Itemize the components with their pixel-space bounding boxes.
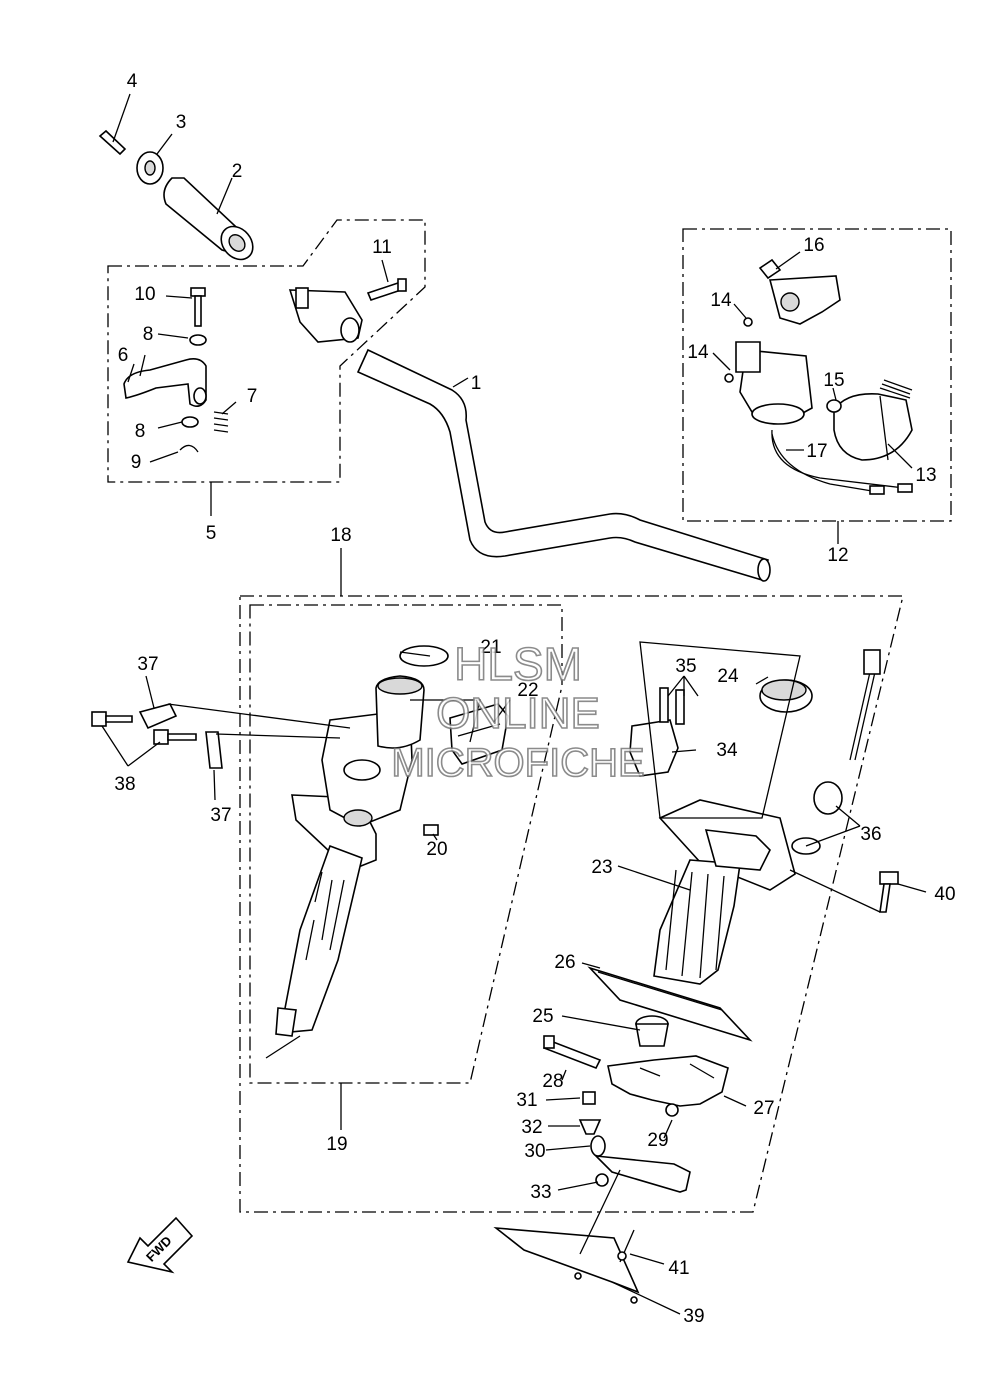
callout-14a: 14: [710, 290, 732, 311]
switch-wiring: [771, 429, 913, 495]
callout-38: 38: [114, 774, 135, 795]
callout-17: 17: [806, 441, 827, 462]
bolt-11: [366, 278, 407, 301]
group-frame-5: [107, 219, 426, 483]
gasket-26: [587, 966, 753, 1042]
group-frame-19: [249, 604, 563, 1084]
callout-6: 6: [118, 345, 129, 366]
callout-26: 26: [554, 952, 575, 973]
callout-41: 41: [668, 1258, 689, 1279]
callout-9: 9: [131, 452, 142, 473]
watermark: HLSM ONLINE MICROFICHE: [391, 637, 646, 786]
callout-30: 30: [524, 1141, 545, 1162]
group-frame-18: [239, 595, 904, 1213]
watermark-line-3: MICROFICHE: [391, 741, 644, 785]
callout-37b: 37: [210, 805, 231, 826]
knob-15: [826, 399, 842, 413]
column-housing: [653, 799, 796, 985]
callout-25: 25: [532, 1006, 553, 1027]
callout-32: 32: [521, 1117, 542, 1138]
watermark-line-2: ONLINE: [436, 689, 600, 738]
callout-31: 31: [516, 1090, 537, 1111]
callout-4: 4: [127, 71, 138, 92]
callout-10: 10: [134, 284, 155, 305]
watermark-line-1: HLSM: [454, 638, 582, 690]
callout-20: 20: [426, 839, 447, 860]
throttle-lever: [123, 358, 207, 408]
callout-33: 33: [530, 1182, 551, 1203]
callout-16: 16: [803, 235, 824, 256]
clip-9: [179, 444, 199, 453]
grip: [163, 177, 254, 261]
washers-8: [181, 334, 207, 428]
handlebar: [356, 348, 771, 582]
callout-15: 15: [823, 370, 844, 391]
ring-24: [759, 679, 813, 713]
callout-27: 27: [753, 1098, 774, 1119]
callout-24: 24: [717, 666, 739, 687]
callout-14b: 14: [687, 342, 709, 363]
callout-22: 22: [517, 680, 538, 701]
callout-labels: 1 2 3 4 5 6 7 8 8 9 10 11 12 13 14 14 15…: [114, 71, 955, 1327]
callout-8b: 8: [135, 421, 146, 442]
callout-35: 35: [675, 656, 696, 677]
switch-34: [629, 687, 685, 777]
callout-12: 12: [827, 545, 848, 566]
callout-3: 3: [176, 112, 187, 133]
spring-7: [213, 411, 229, 433]
pin-10: [190, 287, 206, 327]
callout-18: 18: [330, 525, 351, 546]
callout-40: 40: [934, 884, 955, 905]
callout-39: 39: [683, 1306, 704, 1327]
switch-cover-13: [833, 393, 913, 461]
switch-housing: [735, 258, 841, 425]
pin-41: [617, 1229, 635, 1263]
callout-37a: 37: [137, 654, 158, 675]
grip-end-cap: [136, 151, 164, 185]
plate-39: [493, 1226, 640, 1304]
callout-36: 36: [860, 824, 881, 845]
callout-7: 7: [247, 386, 258, 407]
rubber-25: [635, 1015, 669, 1047]
end-screw: [98, 129, 127, 156]
callout-13: 13: [915, 465, 936, 486]
fwd-arrow: FWD: [126, 1216, 194, 1274]
bolt-28: [542, 1035, 602, 1070]
callout-34: 34: [716, 740, 738, 761]
group-frame-12: [682, 228, 952, 522]
leader-lines: [101, 93, 927, 1315]
bolts-37-38: [91, 703, 223, 769]
small-parts-29-33: [578, 1091, 691, 1193]
callout-5: 5: [206, 523, 217, 544]
bolt-20: [423, 824, 439, 836]
callout-8a: 8: [143, 324, 154, 345]
callout-23: 23: [591, 857, 612, 878]
steering-column: [275, 675, 425, 1037]
throttle-housing: [288, 287, 363, 343]
bracket-22: [449, 703, 509, 765]
callout-2: 2: [232, 161, 243, 182]
bolt-40: [879, 871, 899, 913]
callout-28: 28: [542, 1071, 563, 1092]
callout-21: 21: [480, 637, 501, 658]
spring-coil: [879, 379, 913, 399]
small-screws-14: [724, 317, 753, 383]
callout-19: 19: [326, 1134, 347, 1155]
callout-1: 1: [471, 373, 482, 394]
bracket-27: [607, 1055, 729, 1107]
callout-11: 11: [372, 237, 392, 258]
cap-21: [399, 645, 449, 667]
callout-29: 29: [647, 1130, 668, 1151]
